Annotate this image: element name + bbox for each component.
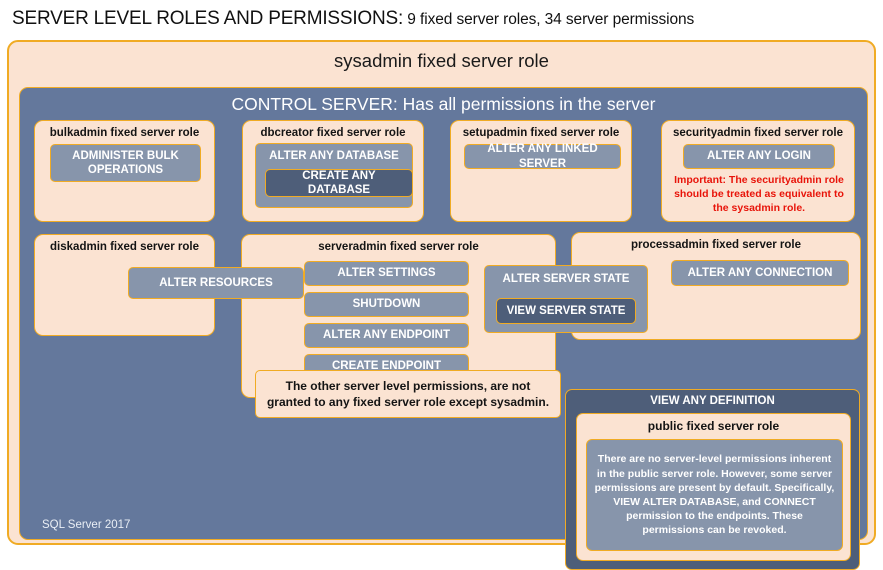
page-title-subtitle: 9 fixed server roles, 34 server permissi… (403, 11, 695, 28)
permission-alter-server-state-label: ALTER SERVER STATE (502, 273, 630, 285)
role-title-setupadmin: setupadmin fixed server role (462, 127, 620, 139)
permission-view-server-state[interactable]: VIEW SERVER STATE (496, 298, 636, 324)
role-title-processadmin: processadmin fixed server role (630, 239, 802, 251)
role-title-public: public fixed server role (647, 419, 780, 433)
role-title-dbcreator: dbcreator fixed server role (260, 127, 406, 139)
permission-alter-settings[interactable]: ALTER SETTINGS (304, 261, 469, 286)
public-role-note: There are no server-level permissions in… (586, 439, 843, 551)
securityadmin-warning-note: Important: The securityadmin role should… (674, 174, 844, 214)
permission-shutdown[interactable]: SHUTDOWN (304, 292, 469, 317)
page-title: SERVER LEVEL ROLES AND PERMISSIONS: 9 fi… (12, 8, 872, 34)
other-permissions-note: The other server level permissions, are … (255, 370, 561, 418)
control-server-label: CONTROL SERVER: Has all permissions in t… (231, 94, 656, 114)
role-title-securityadmin: securityadmin fixed server role (672, 127, 844, 139)
role-title-bulkadmin: bulkadmin fixed server role (49, 127, 200, 139)
permission-administer-bulk-operations[interactable]: ADMINISTER BULK OPERATIONS (50, 144, 201, 182)
permission-view-any-definition[interactable]: VIEW ANY DEFINITION public fixed server … (565, 389, 860, 570)
role-title-diskadmin: diskadmin fixed server role (50, 241, 199, 253)
role-card-bulkadmin: bulkadmin fixed server role ADMINISTER B… (34, 120, 215, 222)
role-card-securityadmin: securityadmin fixed server role ALTER AN… (661, 120, 855, 222)
permission-view-any-definition-label: VIEW ANY DEFINITION (650, 395, 775, 407)
permission-create-any-database[interactable]: CREATE ANY DATABASE (265, 169, 413, 197)
sql-server-version-label: SQL Server 2017 (42, 519, 131, 531)
sysadmin-role-label: sysadmin fixed server role (334, 50, 549, 71)
role-card-dbcreator: dbcreator fixed server role ALTER ANY DA… (242, 120, 424, 222)
role-card-setupadmin: setupadmin fixed server role ALTER ANY L… (450, 120, 632, 222)
permission-alter-any-connection[interactable]: ALTER ANY CONNECTION (671, 260, 849, 286)
page-title-main: SERVER LEVEL ROLES AND PERMISSIONS: (12, 8, 404, 29)
permission-alter-resources[interactable]: ALTER RESOURCES (128, 267, 304, 299)
other-permissions-note-text: The other server level permissions, are … (266, 378, 550, 409)
sysadmin-role-container: sysadmin fixed server role CONTROL SERVE… (7, 40, 876, 570)
permission-alter-any-linked-server[interactable]: ALTER ANY LINKED SERVER (464, 143, 621, 170)
control-server-panel: CONTROL SERVER: Has all permissions in t… (19, 87, 868, 540)
role-card-public: public fixed server role There are no se… (576, 413, 851, 561)
permission-alter-any-endpoint[interactable]: ALTER ANY ENDPOINT (304, 323, 469, 348)
role-title-serveradmin: serveradmin fixed server role (318, 241, 479, 253)
permission-alter-any-database-label: ALTER ANY DATABASE (269, 150, 399, 162)
public-role-note-text: There are no server-level permissions in… (594, 453, 835, 537)
permission-alter-any-login[interactable]: ALTER ANY LOGIN (683, 144, 835, 169)
